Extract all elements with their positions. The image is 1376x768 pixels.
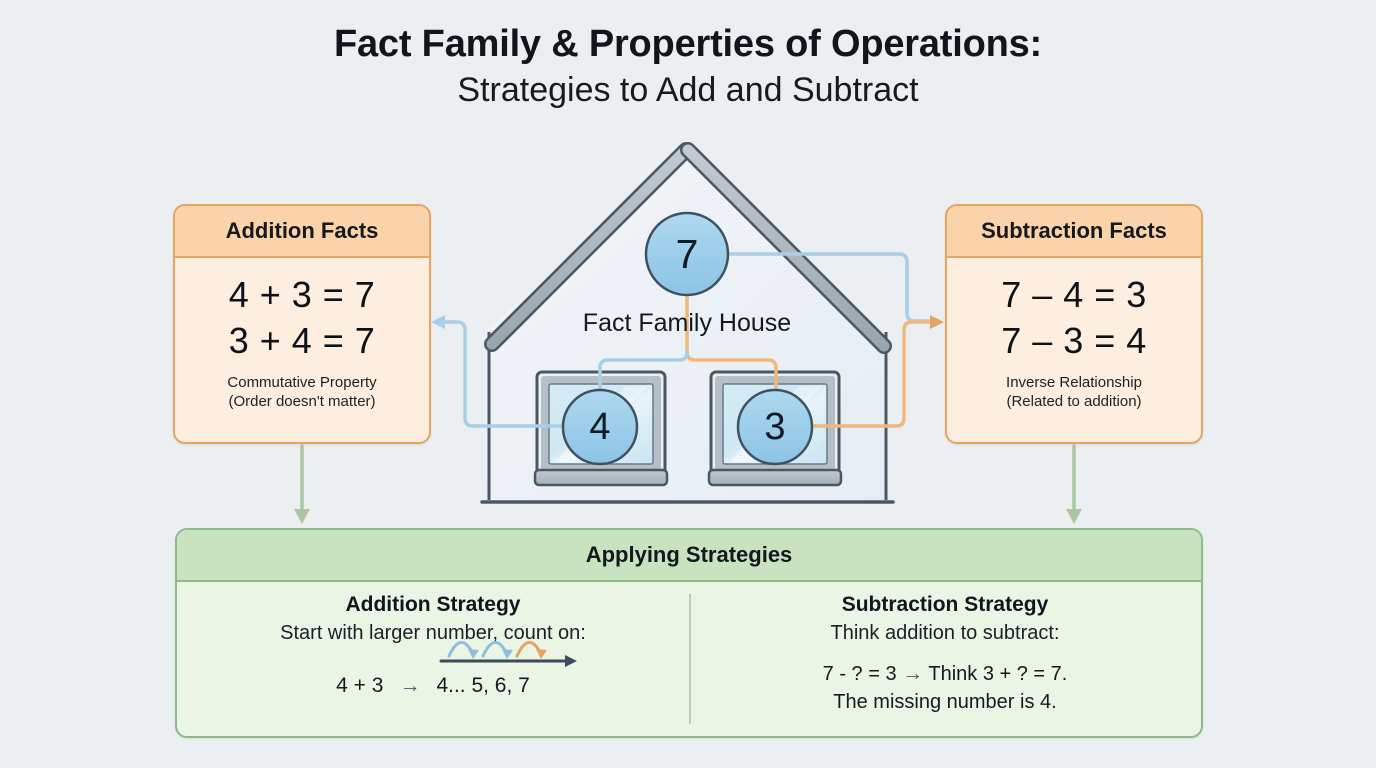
subtraction-equation-2: 7 – 3 = 4 bbox=[1001, 320, 1147, 362]
number-circle-part-right-label: 3 bbox=[764, 406, 785, 448]
number-circle-part-left: 4 bbox=[561, 388, 639, 466]
addition-equation-1: 4 + 3 = 7 bbox=[228, 274, 376, 315]
addition-strategy-column: Addition Strategy Start with larger numb… bbox=[177, 582, 689, 736]
subtraction-note-line-1: Inverse Relationship bbox=[1006, 374, 1142, 392]
addition-example-arrow-icon: → bbox=[399, 674, 421, 698]
addition-facts-card: Addition Facts 4 + 3 = 7 3 + 4 = 7 Commu… bbox=[173, 204, 431, 444]
arrow-head-to-addition-card bbox=[431, 315, 445, 329]
subtraction-note: Inverse Relationship (Related to additio… bbox=[947, 373, 1201, 411]
applying-strategies-panel: Applying Strategies Addition Strategy St… bbox=[175, 528, 1203, 738]
addition-facts-header: Addition Facts bbox=[175, 206, 429, 258]
addition-note-line-1: Commutative Property bbox=[227, 374, 377, 392]
connector-part-right-to-subtraction-card bbox=[809, 320, 932, 428]
applying-strategies-body: Addition Strategy Start with larger numb… bbox=[177, 582, 1201, 736]
addition-strategy-subtitle: Start with larger number, count on: bbox=[280, 622, 586, 645]
arrow-head-to-subtraction-card bbox=[930, 315, 944, 329]
house-label: Fact Family House bbox=[583, 309, 791, 337]
subtraction-example-arrow-icon: → bbox=[902, 662, 924, 686]
addition-example-expression: 4 + 3 bbox=[336, 674, 384, 698]
addition-example-count-on: 4... 5, 6, 7 bbox=[436, 674, 530, 698]
number-circle-whole: 7 bbox=[644, 211, 730, 297]
subtraction-example-left: 7 - ? = 3 bbox=[822, 663, 897, 686]
number-circle-whole-label: 7 bbox=[676, 231, 699, 277]
subtraction-example-line-2: The missing number is 4. bbox=[833, 690, 1057, 713]
subtraction-example-right: Think 3 + ? = 7. bbox=[928, 663, 1068, 686]
title-sub-line: Strategies to Add and Subtract bbox=[457, 71, 919, 110]
count-on-number-line bbox=[439, 641, 577, 667]
addition-strategy-title: Addition Strategy bbox=[345, 593, 521, 616]
house-roof bbox=[484, 142, 892, 354]
subtraction-strategy-subtitle: Think addition to subtract: bbox=[830, 622, 1060, 645]
subtraction-strategy-title: Subtraction Strategy bbox=[841, 593, 1049, 616]
page-title: Fact Family & Properties of Operations: … bbox=[0, 22, 1376, 111]
addition-equation-2: 3 + 4 = 7 bbox=[228, 320, 376, 362]
connector-whole-to-part-left bbox=[598, 350, 689, 394]
addition-strategy-example: 4 + 3 → 4... 5, 6, 7 bbox=[177, 674, 689, 698]
addition-note: Commutative Property (Order doesn't matt… bbox=[175, 373, 429, 411]
subtraction-note-line-2: (Related to addition) bbox=[1006, 393, 1142, 411]
addition-note-line-2: (Order doesn't matter) bbox=[228, 393, 376, 411]
subtraction-equation-1: 7 – 4 = 3 bbox=[1001, 274, 1147, 315]
subtraction-example-line-1: 7 - ? = 3 → Think 3 + ? = 7. bbox=[689, 660, 1201, 688]
subtraction-strategy-example: 7 - ? = 3 → Think 3 + ? = 7. The missing… bbox=[689, 660, 1201, 715]
arrow-head-addition-to-strategies bbox=[294, 509, 310, 524]
connector-part-left-to-addition-card bbox=[438, 320, 568, 428]
number-circle-part-right: 3 bbox=[736, 388, 814, 466]
subtraction-facts-body: 7 – 4 = 3 7 – 3 = 4 Inverse Relationship… bbox=[947, 258, 1201, 412]
arrow-head-subtraction-to-strategies bbox=[1066, 509, 1082, 524]
strategies-column-divider bbox=[689, 594, 691, 724]
title-main-line: Fact Family & Properties of Operations: bbox=[333, 23, 1043, 65]
addition-facts-body: 4 + 3 = 7 3 + 4 = 7 Commutative Property… bbox=[175, 258, 429, 412]
subtraction-facts-card: Subtraction Facts 7 – 4 = 3 7 – 3 = 4 In… bbox=[945, 204, 1203, 444]
subtraction-strategy-column: Subtraction Strategy Think addition to s… bbox=[689, 582, 1201, 736]
subtraction-facts-header: Subtraction Facts bbox=[947, 206, 1201, 258]
number-circle-part-left-label: 4 bbox=[589, 406, 610, 448]
applying-strategies-header: Applying Strategies bbox=[177, 530, 1201, 582]
